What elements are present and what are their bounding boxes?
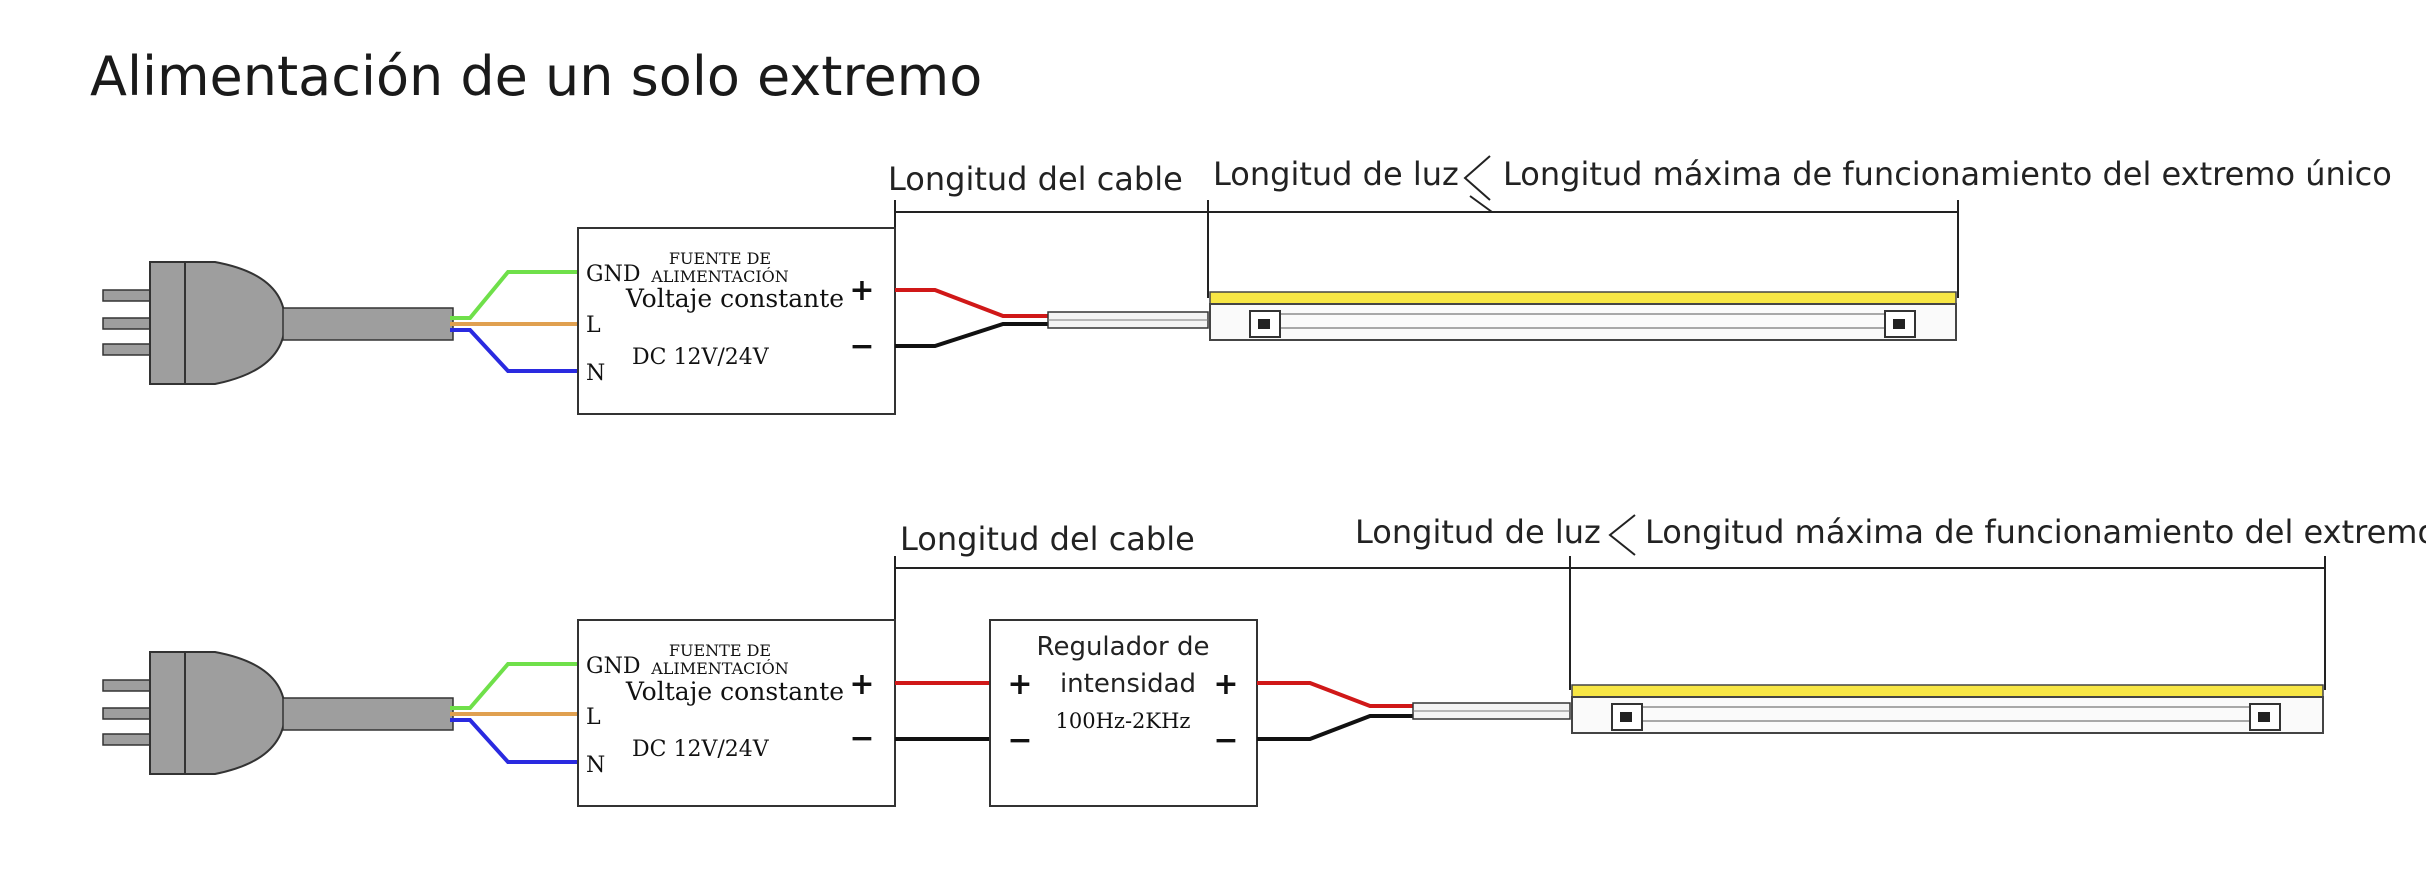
positive-wire bbox=[895, 288, 1050, 318]
connector-cable bbox=[1047, 311, 1209, 329]
light-length-label: Longitud de luz bbox=[1355, 513, 1601, 551]
dimmer-box: Regulador de intensidad 100Hz-2KHz + − +… bbox=[989, 619, 1258, 807]
max-length-label: Longitud máxima de funcionamiento del ex… bbox=[1503, 155, 2392, 193]
psu-plus-sign: + bbox=[849, 667, 874, 702]
pin-l-label: L bbox=[586, 313, 601, 338]
negative-wire bbox=[1257, 714, 1415, 741]
power-plug-icon bbox=[102, 261, 454, 385]
light-length-label: Longitud de luz bbox=[1213, 155, 1459, 193]
led-strip-icon bbox=[1209, 291, 1957, 341]
psu-minus-sign: − bbox=[849, 721, 874, 756]
psu-heading-line2: ALIMENTACIÓN bbox=[650, 266, 789, 286]
psu-heading-line1: FUENTE DE bbox=[669, 249, 771, 268]
gnd-wire bbox=[450, 662, 580, 710]
pin-n-label: N bbox=[586, 753, 605, 778]
pin-gnd-label: GND bbox=[586, 654, 640, 679]
diagram-2: Longitud del cable Longitud de luz Longi… bbox=[102, 513, 2426, 807]
connector-cable bbox=[1412, 702, 1571, 720]
diagram-1: Longitud del cable Longitud de luz Longi… bbox=[102, 155, 2392, 415]
positive-wire bbox=[1257, 681, 1415, 708]
psu-plus-sign: + bbox=[849, 273, 874, 308]
negative-wire bbox=[895, 322, 1050, 348]
gnd-wire bbox=[450, 270, 580, 320]
dimmer-title-line1: Regulador de bbox=[1037, 632, 1210, 662]
cable-length-dimension bbox=[894, 556, 1570, 620]
pin-n-label: N bbox=[586, 361, 605, 386]
power-supply-box: GND L N FUENTE DE ALIMENTACIÓN Voltaje c… bbox=[577, 227, 896, 415]
pin-gnd-label: GND bbox=[586, 262, 640, 287]
dimension-arrow-icon bbox=[1608, 514, 1636, 556]
dimmer-output-plus: + bbox=[1213, 667, 1238, 702]
psu-voltage: DC 12V/24V bbox=[632, 737, 770, 762]
power-plug-icon bbox=[102, 651, 454, 775]
psu-minus-sign: − bbox=[849, 329, 874, 364]
light-length-dimension bbox=[1569, 556, 2326, 690]
dimension-arrow-icon bbox=[1463, 155, 1493, 213]
light-length-dimension bbox=[1207, 200, 1959, 298]
cable-length-label: Longitud del cable bbox=[888, 160, 1183, 198]
dimmer-input-minus: − bbox=[1007, 723, 1032, 758]
power-supply-box: GND L N FUENTE DE ALIMENTACIÓN Voltaje c… bbox=[577, 619, 896, 807]
neutral-wire bbox=[450, 328, 580, 373]
dimmer-frequency: 100Hz-2KHz bbox=[1056, 709, 1191, 733]
max-length-label: Longitud máxima de funcionamiento del ex… bbox=[1645, 513, 2426, 551]
neutral-wire bbox=[450, 718, 580, 764]
psu-heading-line2: ALIMENTACIÓN bbox=[650, 658, 789, 678]
dimmer-output-minus: − bbox=[1213, 723, 1238, 758]
page-title: Alimentación de un solo extremo bbox=[90, 45, 982, 108]
psu-voltage: DC 12V/24V bbox=[632, 345, 770, 370]
dimmer-title-line2: intensidad bbox=[1060, 669, 1196, 699]
psu-heading-line1: FUENTE DE bbox=[669, 641, 771, 660]
cable-length-dimension bbox=[894, 200, 1208, 230]
psu-subtitle: Voltaje constante bbox=[625, 284, 844, 313]
dimmer-input-plus: + bbox=[1007, 667, 1032, 702]
led-strip-icon bbox=[1571, 684, 2324, 734]
psu-subtitle: Voltaje constante bbox=[625, 677, 844, 706]
cable-length-label: Longitud del cable bbox=[900, 520, 1195, 558]
pin-l-label: L bbox=[586, 705, 601, 730]
